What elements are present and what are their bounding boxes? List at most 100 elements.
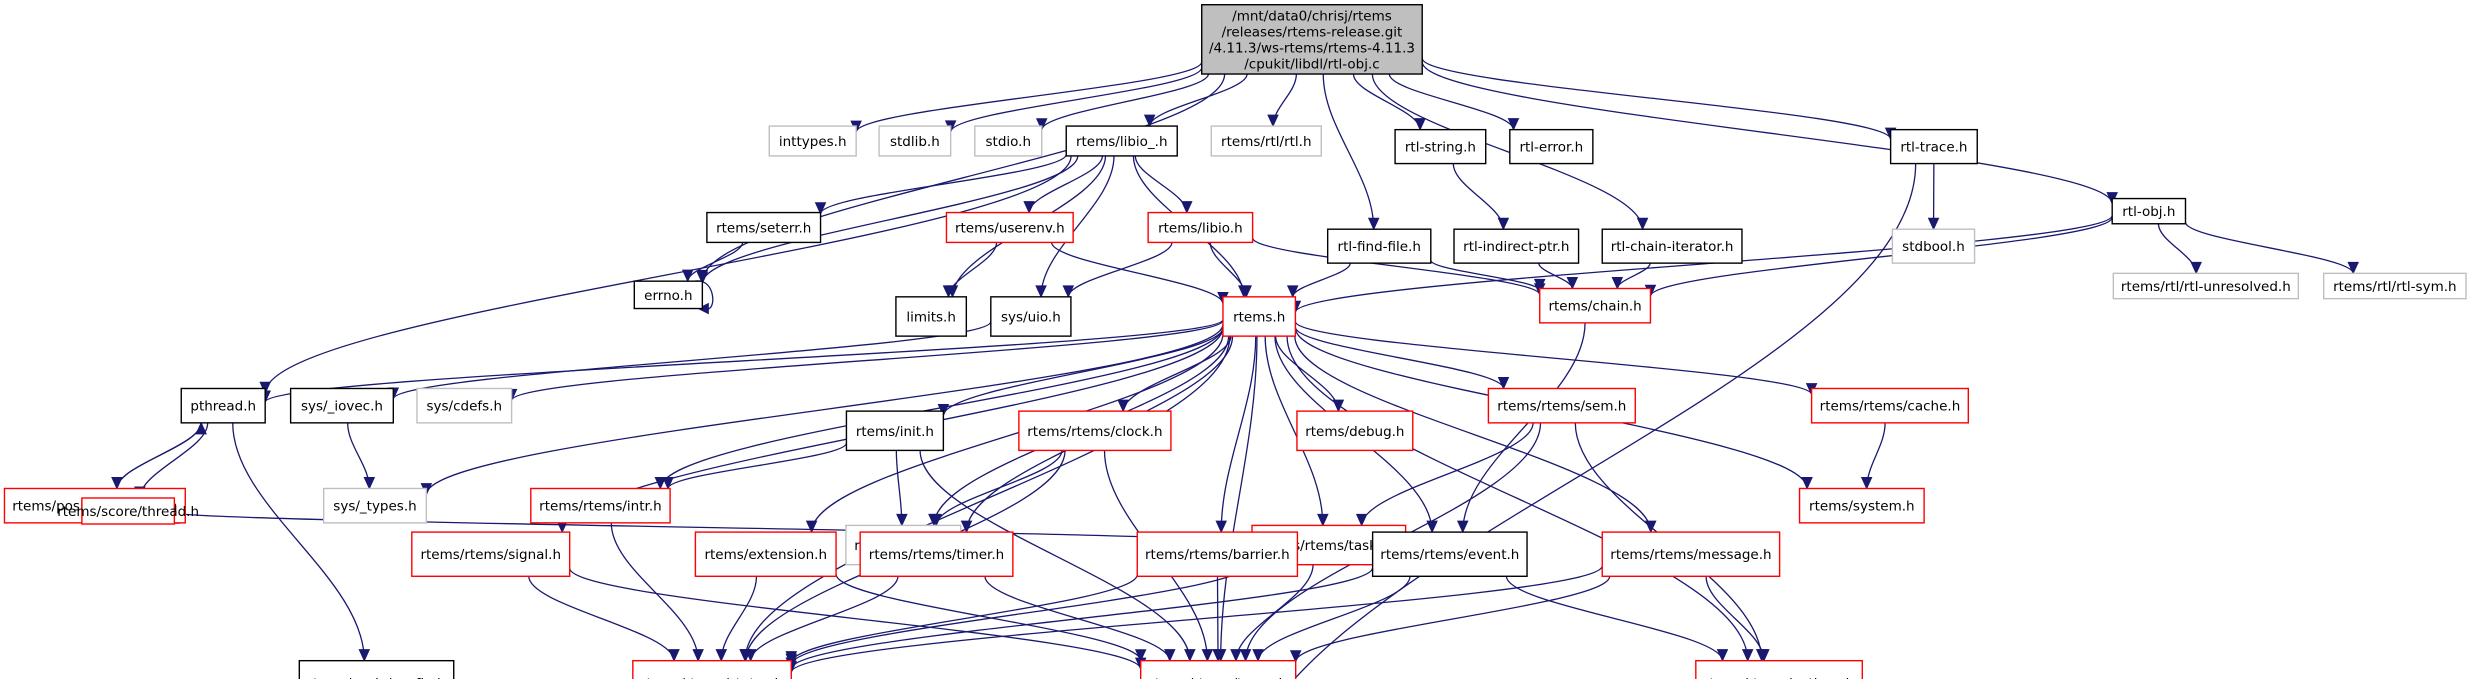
- edge-pthread-to-threadsup: [111, 422, 202, 490]
- edge-rtemsh-to-tasks: [1264, 336, 1329, 527]
- arrowhead: [1355, 513, 1368, 527]
- arrowhead: [1035, 118, 1048, 132]
- node-chain[interactable]: rtems/chain.h: [1539, 287, 1652, 324]
- node-rtemsh[interactable]: rtems.h: [1222, 296, 1297, 337]
- node-box: [1509, 128, 1594, 165]
- arrowhead: [1230, 649, 1242, 662]
- node-box: [1296, 410, 1414, 452]
- node-libio_[interactable]: rtems/libio_.h: [1065, 125, 1178, 157]
- node-box: [1487, 387, 1636, 424]
- node-label: sys/uio.h: [1001, 309, 1061, 325]
- node-rtlchainiter[interactable]: rtl-chain-iterator.h: [1601, 228, 1743, 264]
- node-sem[interactable]: rtems/rtems/sem.h: [1487, 387, 1636, 424]
- arrowhead: [1143, 114, 1156, 128]
- node-system[interactable]: rtems/system.h: [1798, 487, 1925, 524]
- arrowhead: [2347, 261, 2359, 275]
- arrowhead: [805, 520, 818, 534]
- edge-signal-to-types: [569, 567, 1147, 671]
- node-label: rtems/debug.h: [1305, 424, 1404, 440]
- edge-libio-to-rtemsh: [1209, 242, 1252, 299]
- node-box: [322, 487, 428, 524]
- node-timer[interactable]: rtems/rtems/timer.h: [859, 531, 1014, 577]
- edge-rtemsh-to-debug: [1274, 336, 1345, 413]
- node-box: [1453, 228, 1580, 264]
- node-rtlindirect[interactable]: rtl-indirect-ptr.h: [1453, 228, 1580, 264]
- node-label: rtems/rtems/sem.h: [1497, 399, 1626, 415]
- node-seterr[interactable]: rtems/seterr.h: [706, 211, 822, 244]
- node-box: [768, 125, 857, 157]
- edge-event-to-types: [1252, 576, 1411, 662]
- edge-root-to-rtlfindfile: [1322, 74, 1380, 231]
- node-libio[interactable]: rtems/libio.h: [1147, 211, 1254, 244]
- node-stdbool: stdbool.h: [1891, 228, 1976, 264]
- arrowhead: [1215, 520, 1228, 534]
- node-event[interactable]: rtems/rtems/event.h: [1371, 531, 1528, 577]
- node-box: [1326, 228, 1432, 264]
- arrowhead: [1927, 217, 1940, 231]
- edge-rtlfindfile-to-chain: [1430, 259, 1546, 292]
- node-rtlfindfile[interactable]: rtl-find-file.h: [1326, 228, 1432, 264]
- edge-init-to-types: [919, 450, 1196, 662]
- node-box: [1394, 128, 1487, 165]
- node-label: sys/cdefs.h: [427, 399, 503, 415]
- node-debug[interactable]: rtems/debug.h: [1296, 410, 1414, 452]
- edge-message-to-options: [1705, 576, 1770, 662]
- node-box: [2322, 272, 2467, 300]
- node-options[interactable]: rtems/rtems/options.h: [1695, 659, 1863, 679]
- node-userenv[interactable]: rtems/userenv.h: [945, 211, 1074, 244]
- node-box: [1889, 128, 1978, 165]
- arrowhead: [668, 649, 680, 662]
- edge-libio_-to-seterr: [814, 154, 1067, 215]
- edge-barrier-to-types: [1212, 576, 1224, 662]
- node-sysuio[interactable]: sys/uio.h: [990, 296, 1072, 337]
- node-root[interactable]: /mnt/data0/chrisj/rtems/releases/rtems-r…: [1201, 4, 1423, 75]
- node-pthread[interactable]: pthread.h: [180, 387, 266, 424]
- arrowhead: [1181, 201, 1193, 214]
- node-init[interactable]: rtems/init.h: [845, 410, 945, 452]
- node-rtlobj[interactable]: rtl-obj.h: [2111, 197, 2187, 225]
- edge-libio_-to-userenv: [1023, 155, 1104, 214]
- node-thread[interactable]: rtems/score/thread.h: [57, 497, 199, 525]
- node-message[interactable]: rtems/rtems/message.h: [1601, 531, 1781, 577]
- arrowhead: [1367, 217, 1380, 231]
- arrowhead: [662, 476, 674, 490]
- node-intr[interactable]: rtems/rtems/intr.h: [530, 487, 671, 524]
- node-errno[interactable]: errno.h: [633, 280, 704, 310]
- node-label: sys/_types.h: [333, 499, 416, 515]
- node-box: [1601, 228, 1743, 264]
- node-clock[interactable]: rtems/rtems/clock.h: [1018, 410, 1172, 452]
- node-label: rtems/rtems/status.h: [641, 676, 783, 679]
- node-label: rtems/rtems/intr.h: [539, 499, 662, 515]
- node-cache[interactable]: rtems/rtems/cache.h: [1810, 387, 1970, 424]
- node-label: stdio.h: [986, 134, 1032, 150]
- node-box: [859, 531, 1014, 577]
- node-extension[interactable]: rtems/extension.h: [694, 531, 837, 577]
- arrowhead: [896, 513, 908, 527]
- node-posixconfig[interactable]: rtems/posix/config.h: [298, 659, 455, 679]
- node-types[interactable]: rtems/rtems/types.h: [1140, 659, 1297, 679]
- node-stdlib: stdlib.h: [878, 125, 952, 157]
- arrowhead: [785, 651, 798, 664]
- node-label: pthread.h: [190, 399, 256, 415]
- arrowhead: [1456, 520, 1469, 534]
- node-rtlerror[interactable]: rtl-error.h: [1509, 128, 1594, 165]
- node-label: rtems/seterr.h: [716, 220, 811, 236]
- node-rtlstring[interactable]: rtl-string.h: [1394, 128, 1487, 165]
- node-rtltrace[interactable]: rtl-trace.h: [1889, 128, 1978, 165]
- node-signal[interactable]: rtems/rtems/signal.h: [411, 531, 571, 577]
- arrowhead: [1134, 649, 1147, 662]
- node-box: [411, 531, 571, 577]
- node-label: /cpukit/libdl/rtl-obj.c: [1244, 56, 1379, 72]
- arrowhead: [1062, 285, 1075, 299]
- arrowhead: [1117, 399, 1129, 413]
- node-status[interactable]: rtems/rtems/status.h: [632, 659, 792, 679]
- node-barrier[interactable]: rtems/rtems/barrier.h: [1136, 531, 1299, 577]
- arrowhead: [1497, 217, 1510, 231]
- arrowhead: [1636, 217, 1649, 231]
- node-label: rtems/score/thread.h: [57, 504, 199, 520]
- node-limits[interactable]: limits.h: [895, 296, 968, 337]
- node-iovec[interactable]: sys/_iovec.h: [289, 387, 395, 424]
- node-box: [1201, 4, 1423, 75]
- node-rtl: rtems/rtl/rtl.h: [1210, 125, 1322, 157]
